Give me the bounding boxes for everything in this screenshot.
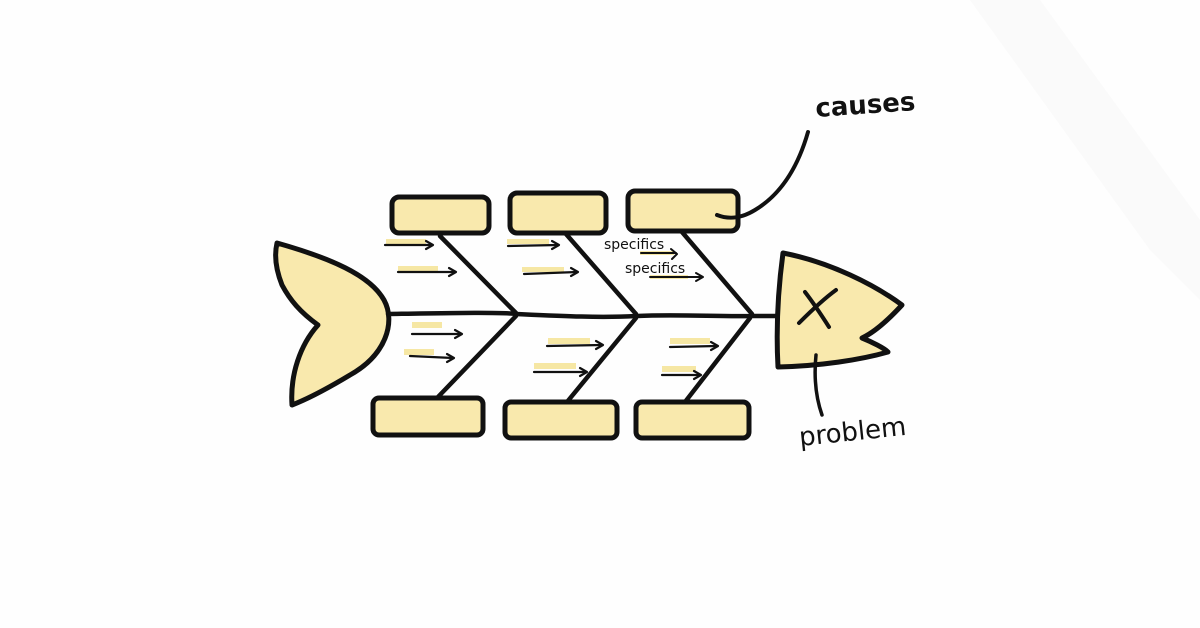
- problem-label: problem: [798, 412, 908, 453]
- problem-callout-line: [813, 353, 824, 417]
- arrow-head-icon: [709, 340, 720, 352]
- causes-callout-line: [715, 130, 810, 220]
- highlight-stroke: [522, 267, 564, 272]
- sub-cause-arrows-top: [383, 239, 580, 278]
- highlight-stroke: [507, 239, 549, 244]
- bone-top-3: [679, 229, 755, 317]
- specifics-label-2: specifics: [625, 261, 685, 277]
- highlight-stroke: [670, 338, 710, 344]
- arrow-head-icon: [453, 328, 464, 340]
- cause-box-top-1: [389, 194, 492, 236]
- bone-top-2: [563, 231, 639, 317]
- arrow-head-icon: [424, 239, 435, 251]
- fish-tail: [273, 240, 392, 408]
- sub-cause-arrows-bottom: [404, 322, 720, 381]
- bone-bottom-1: [434, 313, 519, 401]
- cause-box-bottom-3: [633, 399, 752, 441]
- arrow-head-icon: [692, 369, 703, 381]
- spine-line: [385, 310, 783, 320]
- arrow-head-icon: [569, 266, 580, 278]
- specifics-annotations: specifics specifics: [604, 237, 704, 282]
- fish-head: [774, 250, 905, 370]
- arrow-head-icon: [670, 248, 678, 260]
- cause-box-top-2: [507, 190, 609, 236]
- problem-x-mark: [797, 288, 838, 329]
- cause-box-top-3: [625, 188, 741, 234]
- arrow-head-icon: [447, 266, 458, 278]
- cause-box-bottom-2: [502, 399, 620, 441]
- arrow-head-icon: [578, 366, 589, 378]
- arrow-head-icon: [445, 352, 456, 364]
- arrow-head-icon: [550, 239, 561, 251]
- highlight-stroke: [404, 349, 434, 355]
- highlight-stroke: [386, 239, 426, 244]
- bone-bottom-3: [682, 315, 753, 405]
- highlight-stroke: [412, 322, 442, 328]
- bone-bottom-2: [564, 315, 639, 405]
- specifics-label-1: specifics: [604, 237, 664, 253]
- paper-ghost-marks: [970, 0, 1200, 300]
- arrow-head-icon: [695, 272, 704, 282]
- bone-top-1: [437, 233, 519, 316]
- highlight-stroke: [534, 363, 576, 369]
- highlight-stroke: [662, 366, 696, 372]
- highlight-stroke: [548, 338, 590, 344]
- cause-box-bottom-1: [370, 395, 486, 438]
- arrow-head-icon: [594, 339, 605, 351]
- causes-label: causes: [814, 87, 916, 124]
- highlight-stroke: [398, 266, 438, 271]
